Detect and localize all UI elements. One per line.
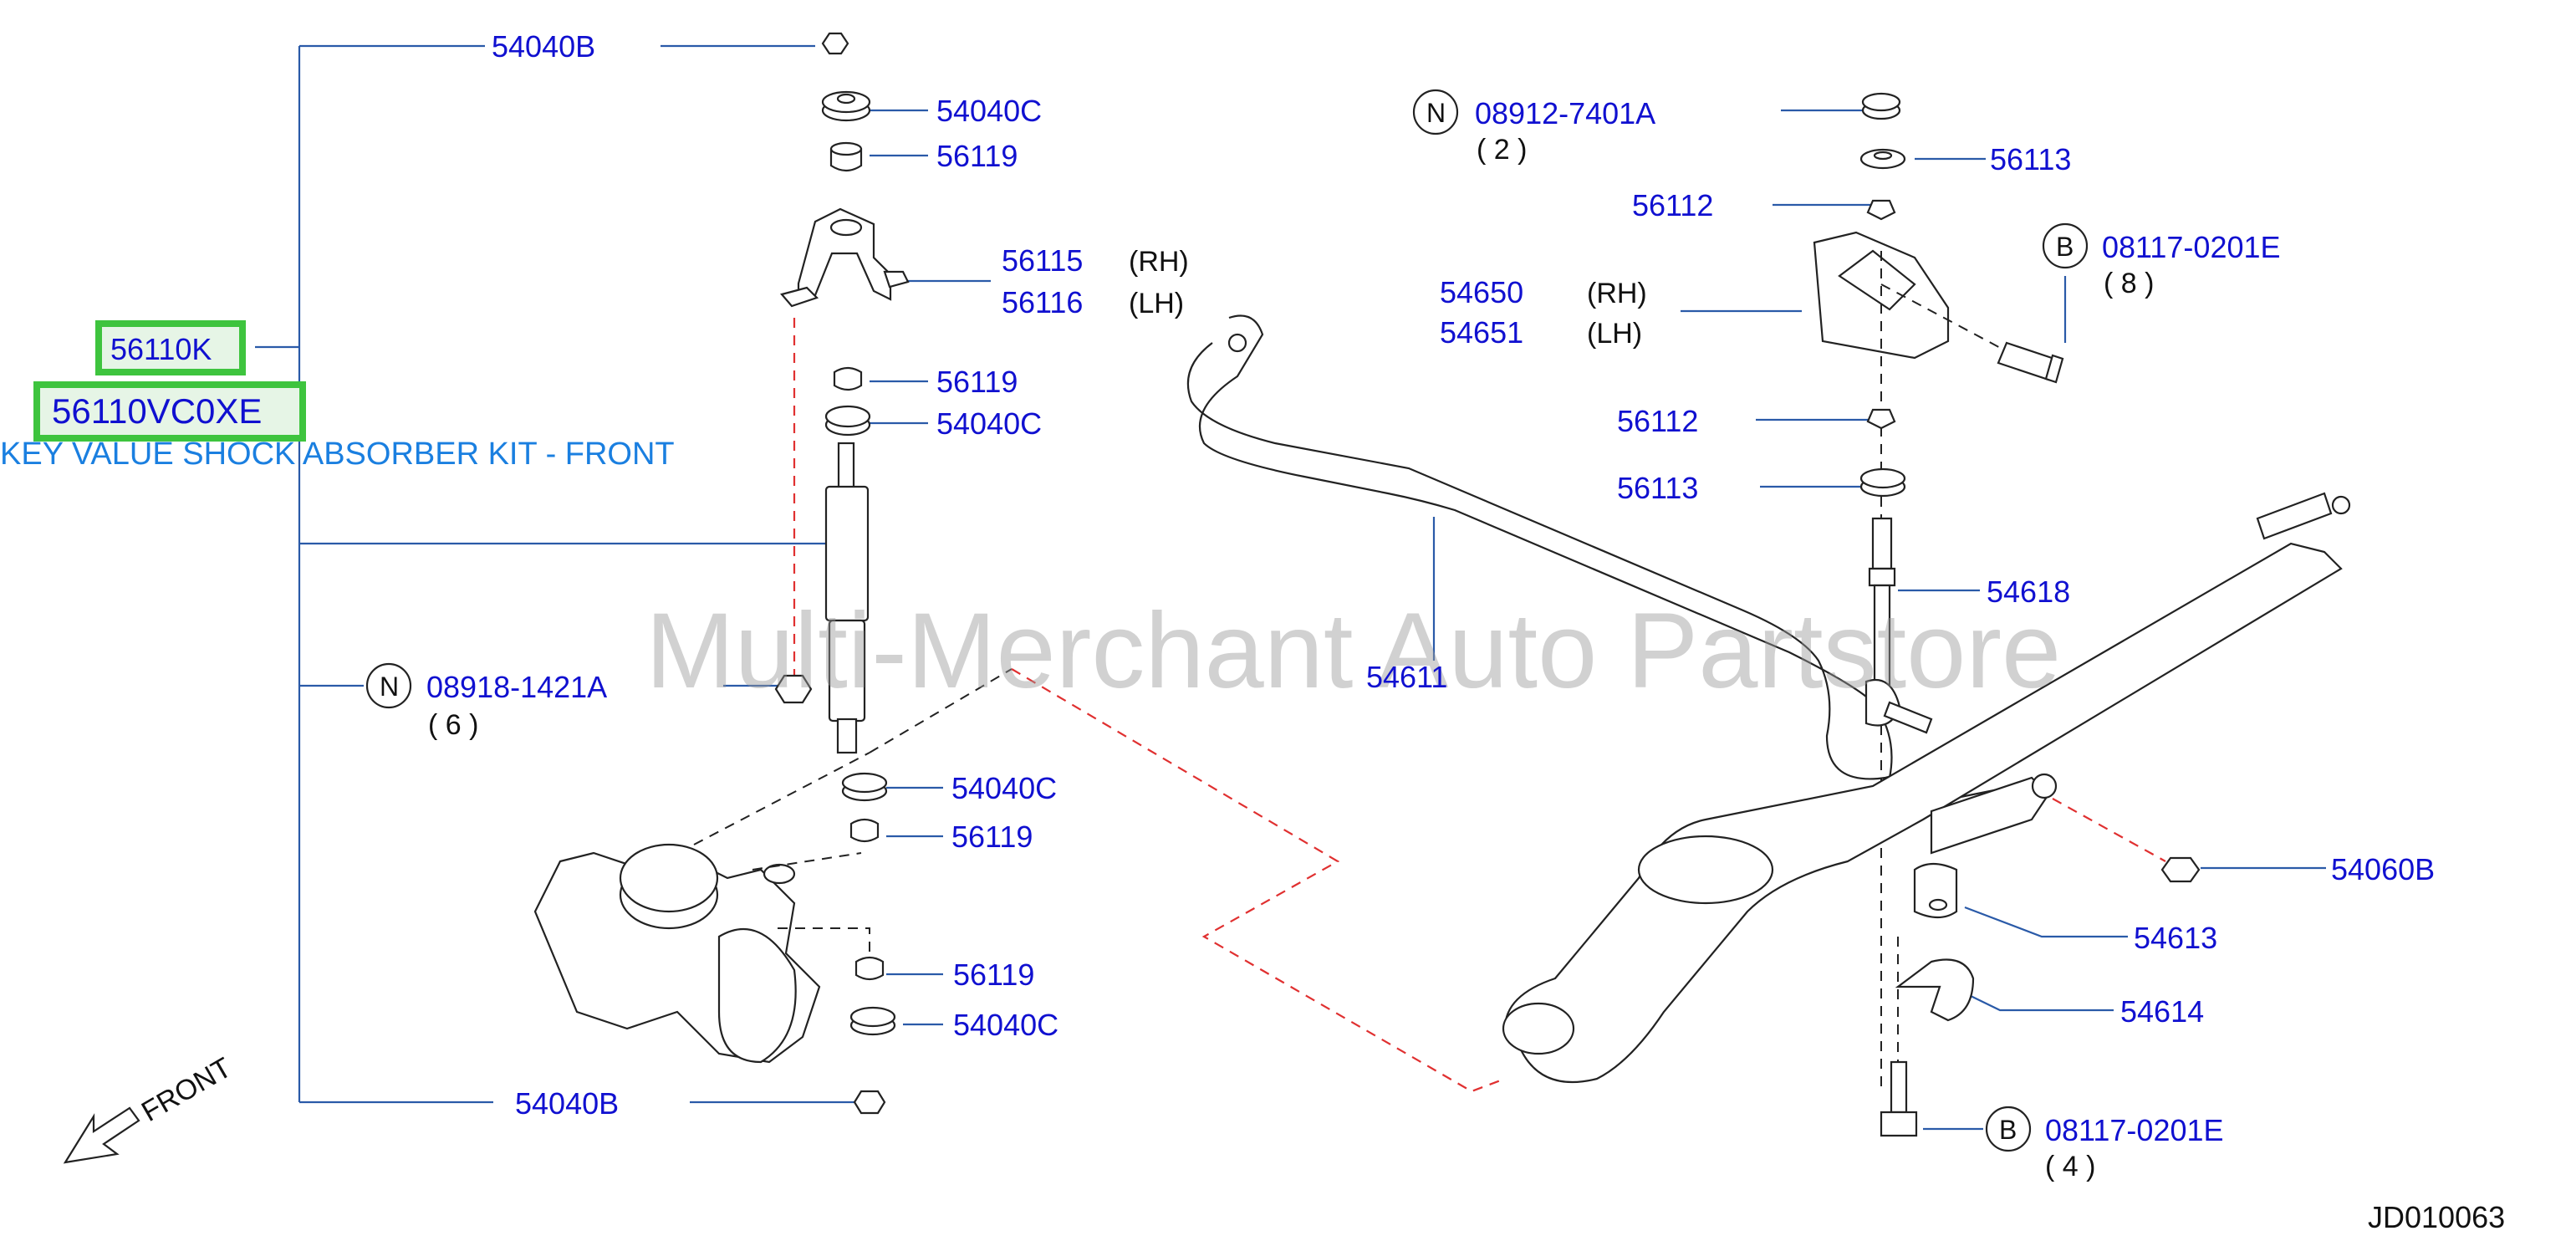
label-08912-7401a[interactable]: 08912-7401A	[1475, 96, 1655, 130]
label-54040c-4[interactable]: 54040C	[953, 1008, 1058, 1042]
label-54650[interactable]: 54650	[1440, 275, 1523, 309]
watermark: Multi-Merchant Auto Partstore	[645, 591, 2061, 711]
marker-b-08117-upper: B	[2042, 222, 2089, 269]
front-arrow-icon	[63, 1106, 140, 1164]
svg-text:B: B	[2056, 232, 2074, 262]
label-08918-1421a[interactable]: 08918-1421A	[426, 670, 607, 704]
label-54040c-2[interactable]: 54040C	[936, 406, 1042, 441]
stabilizer-assembly-drawing	[1186, 92, 2351, 1137]
kit-part-number-56110vc0xe[interactable]: 56110VC0XE	[52, 391, 262, 431]
label-rh-2: (RH)	[1587, 278, 1647, 309]
label-56119-4[interactable]: 56119	[953, 958, 1034, 992]
label-qty-4: ( 4 )	[2045, 1151, 2095, 1182]
label-56115[interactable]: 56115	[1002, 243, 1083, 278]
label-54651[interactable]: 54651	[1440, 315, 1523, 350]
label-56119-3[interactable]: 56119	[951, 820, 1033, 854]
kit-highlight	[33, 320, 306, 442]
marker-n-08912: N	[1412, 89, 1459, 135]
label-56119-1[interactable]: 56119	[936, 139, 1018, 173]
label-56112-1[interactable]: 56112	[1632, 188, 1713, 222]
label-rh: (RH)	[1129, 246, 1189, 278]
label-54611[interactable]: 54611	[1366, 660, 1447, 694]
label-qty-6: ( 6 )	[428, 709, 478, 741]
shock-absorber-assembly-drawing	[533, 32, 1506, 1115]
label-54040c-3[interactable]: 54040C	[951, 771, 1057, 805]
label-56113-1[interactable]: 56113	[1990, 142, 2071, 176]
label-54060b[interactable]: 54060B	[2331, 852, 2435, 886]
label-08117-0201e-upper[interactable]: 08117-0201E	[2102, 230, 2281, 264]
label-54040b-bottom[interactable]: 54040B	[515, 1086, 619, 1121]
kit-part-number-56110k[interactable]: 56110K	[110, 332, 212, 366]
label-56113-2[interactable]: 56113	[1617, 471, 1698, 505]
label-56116[interactable]: 56116	[1002, 285, 1083, 319]
kit-bracket-lines	[255, 44, 2326, 1131]
label-56119-2[interactable]: 56119	[936, 365, 1018, 399]
diagram-code: JD010063	[2368, 1200, 2505, 1234]
front-label: FRONT	[136, 1051, 237, 1127]
label-lh-2: (LH)	[1587, 318, 1642, 350]
label-54613[interactable]: 54613	[2134, 921, 2217, 955]
label-56112-2[interactable]: 56112	[1617, 404, 1698, 438]
label-54040b-top[interactable]: 54040B	[492, 29, 595, 64]
label-qty-8: ( 8 )	[2104, 268, 2154, 299]
marker-n-08918: N	[365, 662, 412, 709]
svg-text:B: B	[1999, 1115, 2017, 1145]
label-54614[interactable]: 54614	[2120, 994, 2204, 1029]
svg-text:N: N	[1426, 98, 1446, 128]
label-54040c-1[interactable]: 54040C	[936, 94, 1042, 128]
label-08117-0201e-lower[interactable]: 08117-0201E	[2045, 1113, 2224, 1147]
label-54618[interactable]: 54618	[1987, 575, 2070, 609]
label-lh: (LH)	[1129, 288, 1184, 319]
label-qty-2: ( 2 )	[1477, 134, 1527, 166]
kit-description: KEY VALUE SHOCK ABSORBER KIT - FRONT	[0, 437, 675, 472]
marker-b-08117-lower: B	[1985, 1106, 2032, 1152]
svg-text:N: N	[380, 672, 399, 702]
